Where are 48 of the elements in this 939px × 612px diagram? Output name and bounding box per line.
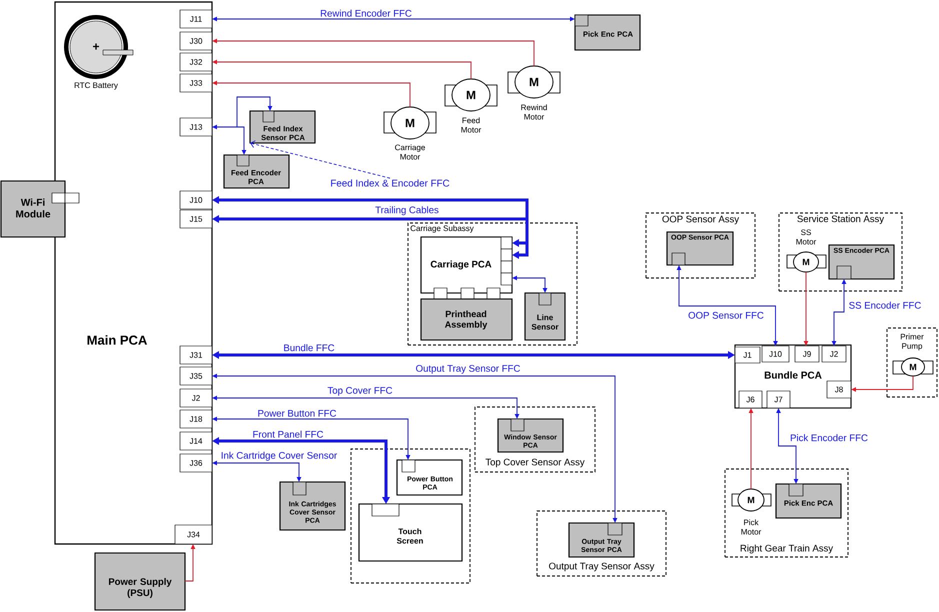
- connector-box: J15: [180, 210, 212, 228]
- touch-screen-box: Touch Screen: [358, 503, 463, 562]
- edge-label: Power Button FFC: [256, 409, 338, 418]
- motor-label: Rewind Motor: [521, 104, 547, 120]
- edge-label: Trailing Cables: [374, 206, 440, 216]
- edge-label: Bundle FFC: [282, 344, 336, 352]
- connector-box: J32: [180, 52, 212, 72]
- edge-label: SS Encoder FFC: [848, 301, 922, 310]
- connector-box: J33: [180, 74, 212, 92]
- power-supply-box: Power Supply (PSU): [94, 552, 186, 611]
- connector-box: J35: [180, 366, 212, 386]
- connector-box: J11: [180, 10, 212, 28]
- edge-label: Pick Encoder FFC: [789, 434, 869, 442]
- sensor-box: Line Sensor: [524, 292, 566, 341]
- assembly-frame: [350, 448, 470, 584]
- edge-label: Top Cover FFC: [326, 386, 394, 396]
- connector-box: J8: [826, 380, 852, 398]
- cable-label: Feed Index & Encoder FFC: [331, 179, 450, 187]
- connector-box: J13: [180, 118, 212, 136]
- connector-box: J2: [822, 346, 846, 362]
- connector-box: J14: [180, 432, 212, 450]
- edge-label: Front Panel FFC: [252, 430, 324, 438]
- connector-box: J10: [180, 190, 212, 210]
- edge-label: Rewind Encoder FFC: [320, 9, 412, 18]
- edge-label: Ink Cartridge Cover Sensor: [220, 451, 338, 462]
- connector-box: J30: [180, 32, 212, 50]
- motor-label: Feed Motor: [461, 117, 482, 133]
- motor-label: SS Motor: [796, 229, 816, 245]
- connector-box: J31: [180, 346, 212, 364]
- motor-label: Carriage Motor: [395, 144, 425, 160]
- edge-label: Output Tray Sensor FFC: [415, 364, 521, 374]
- motor-label: Primer Pump: [900, 334, 924, 350]
- printhead-box: Printhead Assembly: [420, 298, 513, 341]
- connector-box: J36: [180, 454, 212, 472]
- connector-box: J1: [734, 346, 760, 364]
- module-box: Wi-Fi Module: [0, 180, 66, 238]
- edge-label: OOP Sensor FFC: [688, 311, 764, 320]
- connector-box: J9: [794, 346, 820, 362]
- leader-line: [250, 140, 390, 179]
- connector-box: J2: [180, 388, 212, 408]
- motor-label: Pick Motor: [741, 519, 762, 535]
- connector-box: J34: [174, 524, 212, 544]
- battery-label: RTC Battery: [74, 82, 118, 90]
- connector-box: J6: [738, 390, 762, 408]
- connector-box: J10: [762, 346, 790, 362]
- connector-box: J7: [766, 390, 790, 408]
- connector-box: J18: [180, 410, 212, 428]
- assembly-frame: [886, 328, 938, 398]
